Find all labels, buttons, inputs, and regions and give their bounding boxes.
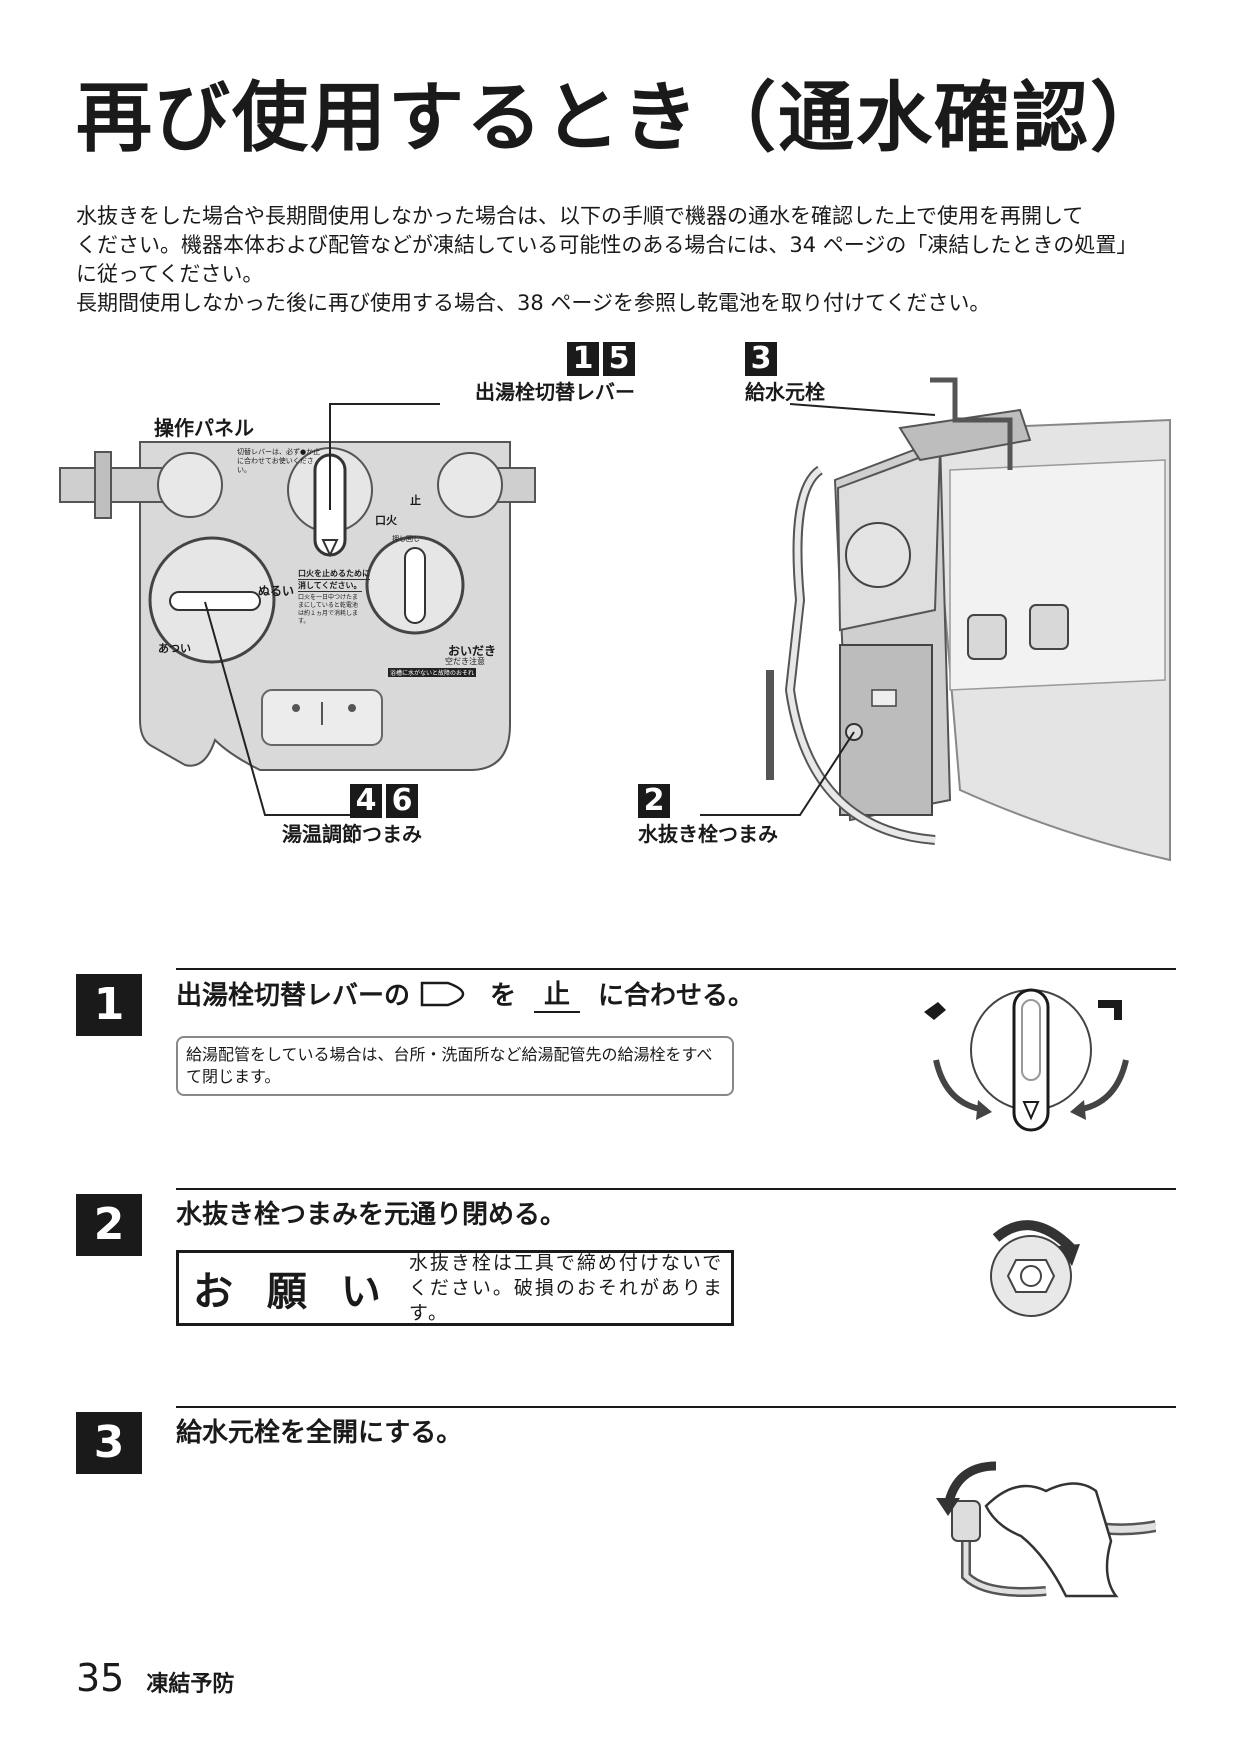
callout-label: 給水元栓 [745, 380, 825, 404]
label-oidaki: おいだき [448, 644, 497, 658]
intro-text: 水抜きをした場合や長期間使用しなかった場合は、以下の手順で機器の通水を確認した上… [76, 202, 1176, 318]
step-divider [176, 1406, 1176, 1408]
caution-text: 水抜き栓は工具で締め付けないでください。破損のおそれがあります。 [408, 1251, 724, 1324]
step-heading-text: 出湯栓切替レバーの [176, 981, 411, 1011]
label-nurui: ぬるい [258, 584, 295, 598]
label-atsui: あつい [158, 642, 191, 655]
callout-number: 3 [745, 342, 777, 376]
caution-label: お 願 い [193, 1269, 391, 1315]
step-number: 2 [76, 1194, 142, 1256]
step-divider [176, 1188, 1176, 1190]
label-warning: 浴槽に水がないと故障のおそれ [388, 668, 477, 677]
pilot-note-3: 口火を一日中つけたままにしていると乾電池は約１ヵ月で消耗します。 [298, 594, 359, 625]
step-note: 給湯配管をしている場合は、台所・洗面所など給湯配管先の給湯栓をすべて閉じます。 [176, 1036, 734, 1096]
step-2: 2 水抜き栓つまみを元通り閉める。 お 願 い 水抜き栓は工具で締め付けないでく… [76, 1188, 1176, 1338]
step-3: 3 給水元栓を全開にする。 [76, 1406, 1176, 1606]
section-name: 凍結予防 [146, 1672, 235, 1697]
label-karadaki: 空だき注意 [445, 657, 485, 666]
page-footer: 35 凍結予防 [76, 1656, 234, 1700]
step-1: 1 出湯栓切替レバーの を 止 に合わせる。 給湯配管をしている場合は、台所・洗… [76, 968, 1176, 1132]
caution-box: お 願 い 水抜き栓は工具で締め付けないでください。破損のおそれがあります。 [176, 1250, 734, 1326]
supply-valve-illustration [936, 1461, 1156, 1598]
callout-label: 水抜き栓つまみ [638, 822, 778, 846]
step-heading: 出湯栓切替レバーの を 止 に合わせる。 [176, 974, 754, 1013]
stop-symbol: 止 [534, 974, 581, 1013]
label-push-turn: 押し回し [392, 535, 420, 543]
intro-line: 長期間使用しなかった後に再び使用する場合、38 ページを参照し乾電池を取り付けて… [76, 291, 991, 315]
step-number: 3 [76, 1412, 142, 1474]
page-title: 再び使用するとき（通水確認） [76, 73, 1168, 162]
step-number: 1 [76, 974, 142, 1036]
callout-number: 4 [350, 784, 382, 818]
illustration-svg [59, 377, 1171, 862]
callout-label: 出湯栓切替レバー [475, 380, 635, 404]
label-tome: 止 [410, 494, 421, 507]
intro-line: 水抜きをした場合や長期間使用しなかった場合は、以下の手順で機器の通水を確認した上… [76, 204, 1084, 228]
step-heading-text: を [490, 981, 517, 1011]
lever-illustration [924, 988, 1129, 1132]
water-heater-drawing [766, 377, 1171, 862]
intro-line: ください。機器本体および配管などが凍結している可能性のある場合には、34 ページ… [76, 233, 1138, 257]
pilot-note-1: 口火を止めるために [298, 569, 370, 580]
callout-drain: 2 水抜き栓つまみ [638, 784, 778, 847]
step-divider [176, 968, 1176, 970]
callout-number: 5 [603, 342, 635, 376]
step-heading: 給水元栓を全開にする。 [176, 1418, 463, 1448]
lever-note: 切替レバーは、必ず●か止に合わせてお使いください。 [237, 448, 321, 474]
panel-label: 操作パネル [154, 416, 254, 440]
intro-line: に従ってください。 [76, 262, 264, 286]
step-heading: 水抜き栓つまみを元通り閉める。 [176, 1200, 567, 1230]
callout-number: 1 [567, 342, 599, 376]
pilot-note-2: 消してください。 [298, 581, 362, 592]
label-kuchibi: 口火 [375, 514, 397, 527]
callout-number: 6 [386, 784, 418, 818]
drain-knob-illustration [990, 1220, 1080, 1317]
triangle-mark-icon [420, 981, 465, 1006]
page-number: 35 [76, 1656, 125, 1700]
callout-number: 2 [638, 784, 670, 818]
callout-label: 湯温調節つまみ [282, 822, 422, 846]
step-heading-text: に合わせる。 [598, 981, 755, 1011]
callout-supply: 3 給水元栓 [745, 342, 825, 405]
